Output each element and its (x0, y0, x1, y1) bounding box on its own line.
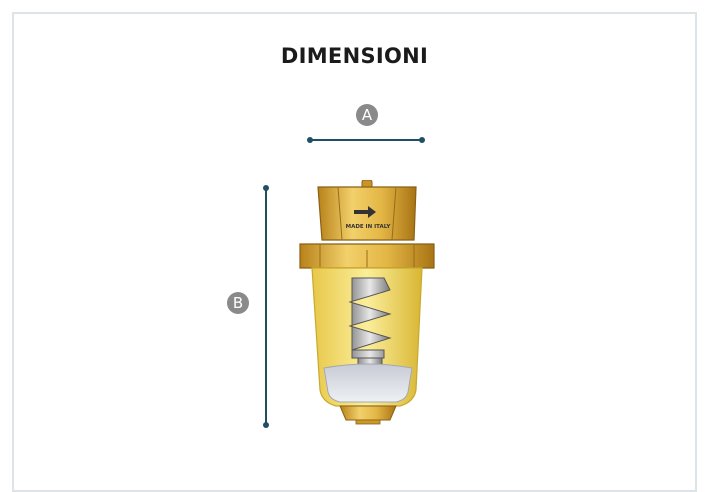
dimension-a-line (310, 139, 422, 141)
dimension-b-end-dot (263, 422, 269, 428)
dimension-a-start-dot (307, 137, 313, 143)
dimension-b-badge: B (227, 292, 249, 314)
flow-arrow-icon (354, 206, 376, 218)
drain-cap (339, 405, 397, 421)
page-title: DIMENSIONI (280, 44, 429, 68)
dimension-b-start-dot (263, 185, 269, 191)
dimension-a-end-dot (419, 137, 425, 143)
filter-product-illustration: MADE IN ITALY (299, 180, 435, 425)
bowl-base (323, 363, 413, 403)
dimension-a-badge: A (356, 104, 378, 126)
dimension-b-line (265, 187, 267, 425)
engraving-text: MADE IN ITALY (346, 224, 392, 230)
